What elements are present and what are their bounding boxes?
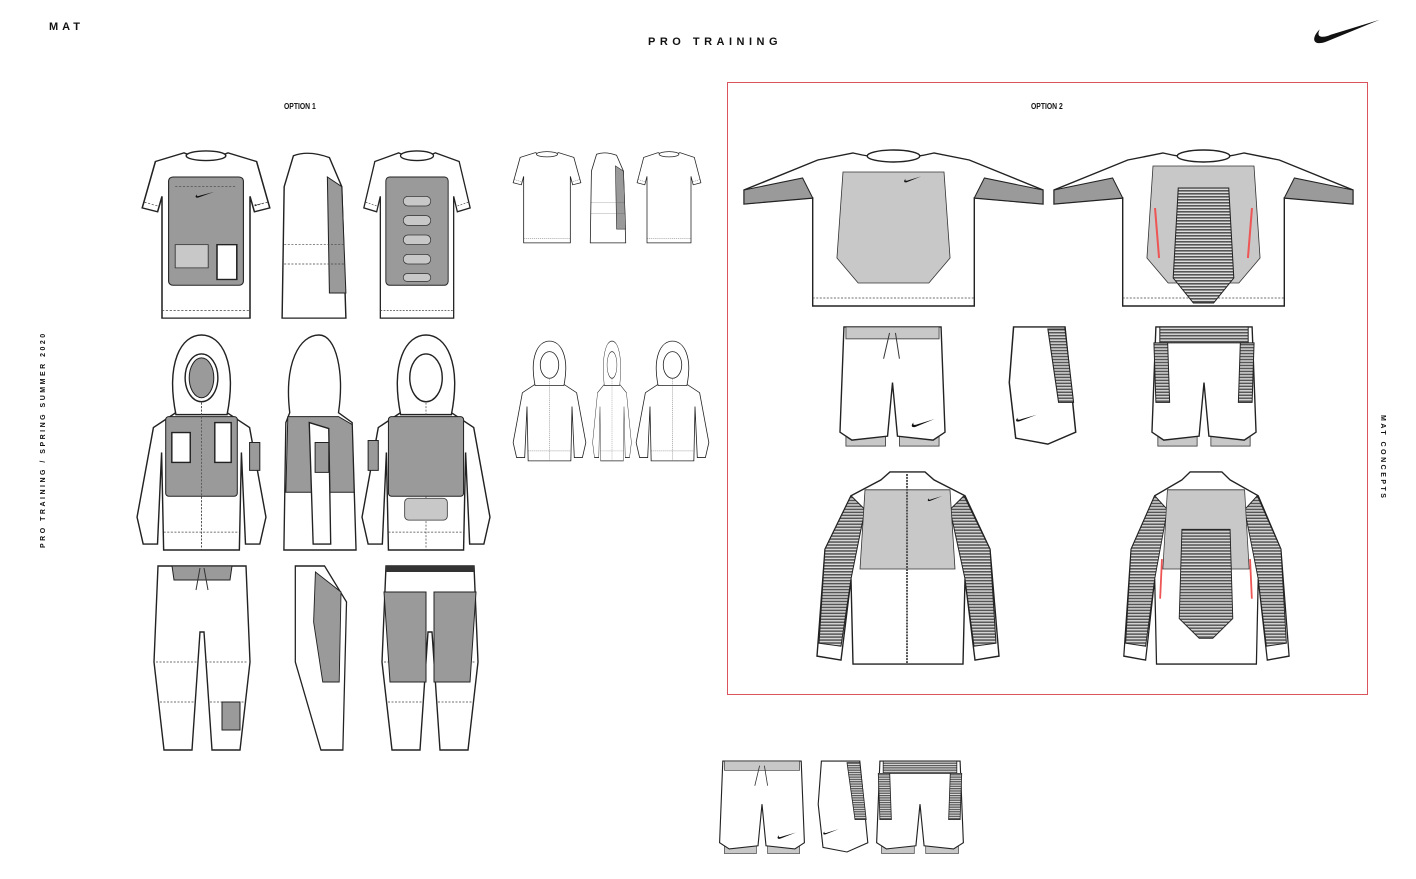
small-hoodie-front-sketch [512,340,587,462]
option-1-label: OPTION 1 [284,102,316,111]
small-tee-side-sketch [589,152,627,244]
extra-shorts-back-sketch [876,760,964,855]
small-tee-front-sketch [512,151,582,244]
tee-side-sketch [281,152,347,319]
option-2-label: OPTION 2 [1031,102,1063,111]
extra-shorts-side-sketch [818,761,868,852]
jacket-back-sketch [1124,472,1289,664]
longsleeve-front-sketch [744,150,1043,306]
pants-back-sketch [382,566,478,750]
tee-back-sketch [364,151,470,318]
small-hoodie-side-sketch [592,340,632,462]
tee-front-sketch [142,151,270,318]
pants-front-sketch [154,566,250,750]
small-hoodie-back-sketch [635,340,710,462]
hoodie-front-sketch [137,335,266,550]
small-tee-back-sketch [636,151,702,244]
brand-label: MAT [49,21,85,33]
longsleeve-back-sketch [1054,150,1353,306]
shorts-side-sketch [1009,327,1075,444]
pants-side-sketch [294,565,348,751]
hoodie-back-sketch [362,335,490,550]
page-title: PRO TRAINING [648,36,783,48]
nike-logo [1314,19,1380,44]
hoodie-side-sketch [283,334,357,551]
shorts-back-sketch [1151,326,1257,447]
shorts-front-sketch [840,327,945,446]
jacket-front-sketch [817,472,999,664]
extra-shorts-front-sketch [720,761,805,853]
option-2-frame [727,82,1368,695]
